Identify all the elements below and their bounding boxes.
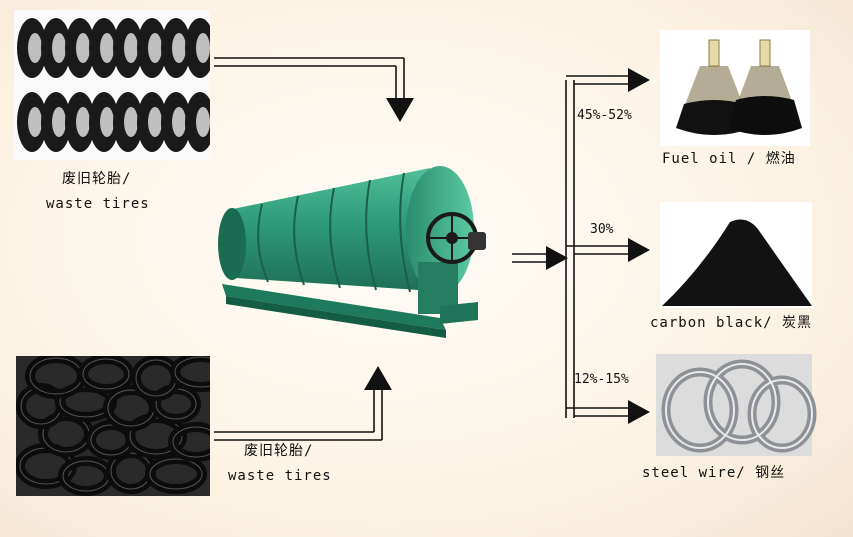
- carbon-black-arrow-head: [628, 238, 650, 262]
- reactor-output-arrow-head: [546, 246, 568, 270]
- steel-wire-arrow-head: [628, 400, 650, 424]
- bottom-input-label-en: waste tires: [228, 468, 332, 484]
- bottom-input-arrow-head: [364, 366, 392, 390]
- fuel-oil-arrow-head: [628, 68, 650, 92]
- output-carbon-black-label: carbon black/ 炭黑: [650, 315, 813, 331]
- carbon-black-percent: 30%: [590, 222, 614, 237]
- top-input-label-en: waste tires: [46, 196, 150, 212]
- steel-wire-percent: 12%-15%: [574, 372, 629, 387]
- top-input-arrow-head: [386, 98, 414, 122]
- output-fuel-oil-label: Fuel oil / 燃油: [662, 151, 796, 167]
- tire-pile-image: [16, 356, 210, 496]
- stacked-tires-image: [14, 10, 210, 160]
- fuel-oil-percent: 45%-52%: [577, 108, 632, 123]
- top-input-label-cn: 废旧轮胎/: [62, 171, 132, 187]
- bottom-input-label-cn: 废旧轮胎/: [244, 443, 314, 459]
- output-steel-wire-label: steel wire/ 钢丝: [642, 465, 786, 481]
